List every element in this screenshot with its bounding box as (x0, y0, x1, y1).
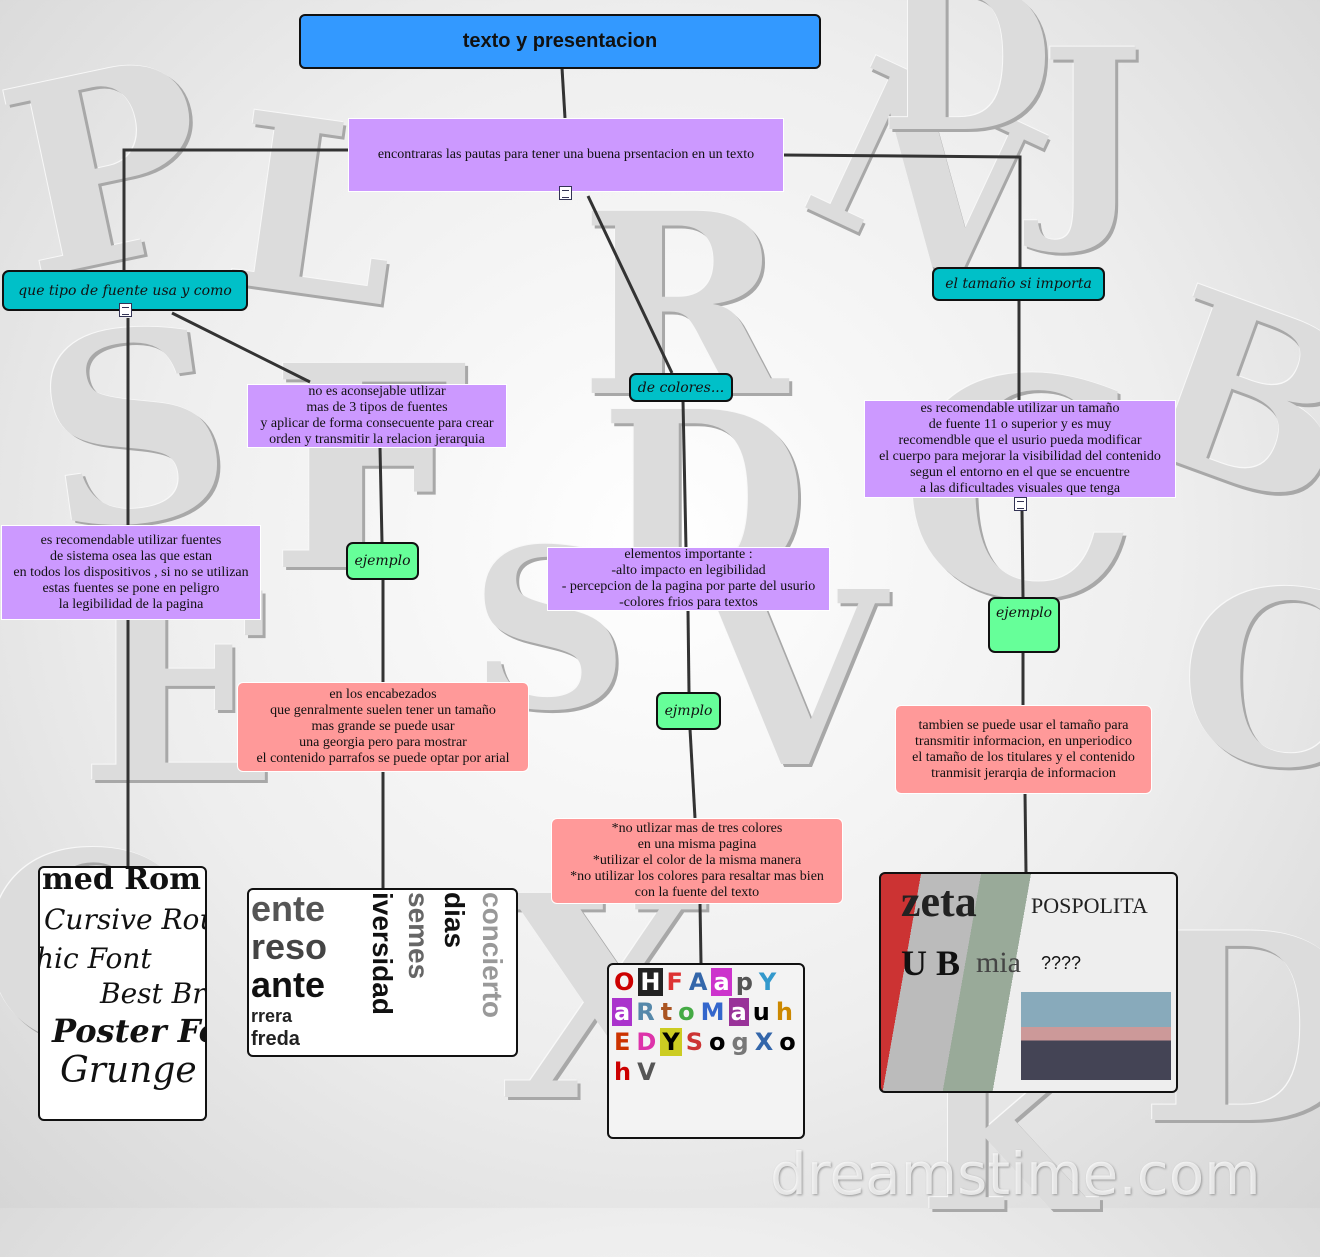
font-sample-text: med Rom (42, 866, 201, 897)
link-colores-image (698, 902, 703, 964)
newspaper-annotation: ???? (1041, 953, 1082, 973)
reglas-colores-node[interactable]: *no utlizar mas de tres colores en una m… (551, 818, 843, 904)
link-main-fuente (122, 148, 348, 270)
colores-ejemplo-node[interactable]: ejmplo (656, 692, 721, 730)
tipos-fuentes-node[interactable]: no es aconsejable utlizar mas de 3 tipos… (247, 384, 507, 448)
newspaper-photo (1021, 992, 1171, 1080)
ransom-letter: p (735, 968, 753, 996)
newspaper-headline: POSPOLITA (1031, 893, 1148, 918)
main-concept-node[interactable]: encontraras las pautas para tener una bu… (348, 118, 784, 192)
font-sample-text: Poster Fo (52, 1012, 207, 1050)
ransom-letter: t (660, 998, 673, 1026)
ransom-letter: g (731, 1028, 749, 1056)
title-node[interactable]: texto y presentacion (299, 14, 821, 69)
ransom-letter: o (779, 1028, 796, 1056)
ransom-letter: A (688, 968, 708, 996)
link-tipos-ejemplo (378, 446, 384, 543)
ransom-letter: h (775, 998, 793, 1026)
link-ejemplo-colores (688, 728, 697, 819)
link-recomendacion-ejemplo (1020, 509, 1025, 598)
ransom-letter: E (614, 1028, 631, 1056)
fuente-ejemplo-node[interactable]: ejemplo (346, 542, 419, 580)
connection-lines (122, 67, 1028, 964)
font-sample-text: Cursive Rou (44, 903, 207, 936)
ransom-letter: D (636, 1028, 657, 1056)
font-sample-text: hic Font (38, 942, 152, 975)
ransom-letter: o (709, 1028, 726, 1056)
ransom-letter: a (728, 998, 749, 1026)
ransom-letter: F (666, 968, 683, 996)
newspapers-image[interactable]: zeta POSPOLITA U B mia ???? (879, 872, 1178, 1093)
newspaper-headline: mia (976, 946, 1021, 979)
ransom-letter: O (614, 968, 635, 996)
font-samples-image[interactable]: med Rom Cursive Rou hic Font Best Br Pos… (38, 866, 207, 1121)
link-main-colores (586, 195, 674, 374)
ransom-letter: M (700, 998, 725, 1026)
typography-word: freda (251, 1028, 300, 1050)
ransom-letter: a (612, 998, 633, 1026)
ransom-letter: o (678, 998, 695, 1026)
font-sample-text: Best Br (100, 977, 206, 1010)
font-sample-text: Grunge (60, 1050, 197, 1091)
ransom-letter: X (754, 1028, 774, 1056)
periodico-node[interactable]: tambien se puede usar el tamaño para tra… (895, 705, 1152, 794)
link-elementos-ejemplo (686, 610, 691, 693)
document-icon[interactable] (119, 303, 132, 317)
typography-word: iversidad (367, 892, 398, 1015)
typography-word: ente (251, 888, 326, 929)
typography-word: rrera (251, 1006, 293, 1026)
newspaper-headline: zeta (901, 877, 977, 926)
link-colores-elementos (681, 400, 688, 549)
ransom-letter: V (637, 1058, 656, 1086)
typography-word: ante (251, 964, 326, 1005)
ransom-letter: H (638, 968, 663, 996)
tamano-recomendacion-node[interactable]: es recomendable utilizar un tamaño de fu… (864, 400, 1176, 498)
link-tamano-image (1023, 792, 1028, 873)
ransom-letter: R (636, 998, 655, 1026)
typography-image[interactable]: ente reso ante rrera freda iversidad sem… (247, 888, 518, 1057)
ransom-letter: a (711, 968, 732, 996)
elementos-importantes-node[interactable]: elementos importante : -alto impacto en … (547, 547, 830, 611)
typography-word: dias (439, 892, 470, 949)
ransom-letter: Y (660, 1028, 682, 1056)
ransom-letter: Y (758, 968, 777, 996)
watermark: dreamstime.com (770, 1140, 1261, 1208)
link-title-main (560, 67, 567, 119)
link-fuente-tipos (171, 311, 311, 384)
tamano-branch-node[interactable]: el tamaño si importa (932, 267, 1105, 301)
link-main-tamano (782, 153, 1022, 267)
ransom-letter: S (685, 1028, 704, 1056)
ransom-letter: h (614, 1058, 632, 1086)
document-icon[interactable] (559, 186, 572, 200)
typography-word: semes (403, 892, 434, 980)
ransom-letter: u (752, 998, 770, 1026)
typography-word: reso (251, 926, 328, 967)
document-icon[interactable] (1014, 497, 1027, 511)
colores-branch-node[interactable]: de colores... (629, 373, 733, 402)
newspaper-headline: U B (901, 943, 961, 983)
encabezados-node[interactable]: en los encabezados que genralmente suele… (237, 682, 529, 772)
typography-word: concierto (477, 892, 508, 1019)
fuentes-sistema-node[interactable]: es recomendable utilizar fuentes de sist… (1, 525, 261, 620)
tamano-ejemplo-node[interactable]: ejemplo (988, 597, 1060, 653)
